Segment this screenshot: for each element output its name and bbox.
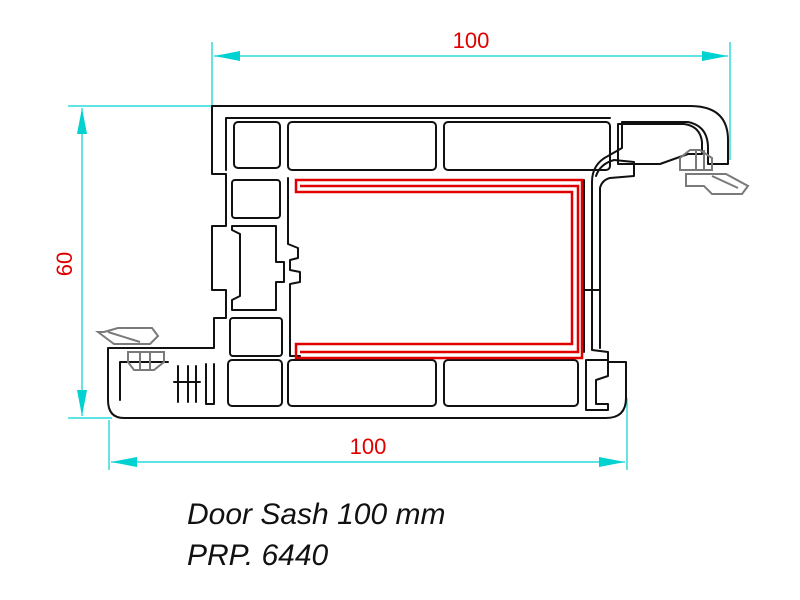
chamber-top-1 xyxy=(233,121,281,169)
arrow-height-top xyxy=(77,108,87,134)
chamber-bottom-3 xyxy=(443,359,579,407)
chamber-left-middle xyxy=(231,225,285,311)
central-wall xyxy=(287,177,301,357)
chamber-left-lower xyxy=(229,317,283,357)
arrow-height-bottom xyxy=(77,390,87,416)
gasket-bottom-left xyxy=(95,327,165,371)
chamber-top-2 xyxy=(287,121,437,171)
profile-outer-contour xyxy=(107,105,729,419)
arrow-bottom-left xyxy=(111,457,137,467)
chamber-bottom-4 xyxy=(585,359,609,411)
top-flange-inner-line xyxy=(225,117,611,171)
chamber-left-upper xyxy=(231,179,281,219)
dimension-label-top: 100 xyxy=(453,28,490,53)
arrow-top-right xyxy=(702,51,728,61)
chamber-bottom-1 xyxy=(227,359,283,407)
chamber-top-3 xyxy=(443,121,611,171)
dimension-label-height: 60 xyxy=(52,252,77,276)
right-hook-shape xyxy=(595,159,635,189)
chamber-top-4 xyxy=(617,123,703,165)
bottom-left-slots xyxy=(119,361,215,405)
reinforcement-inner xyxy=(300,184,580,354)
reinforcement-outer xyxy=(294,178,584,360)
caption-product-code: PRP. 6440 xyxy=(187,539,329,572)
dimension-top: 100 xyxy=(211,28,731,160)
dimension-height: 60 xyxy=(52,105,212,419)
dimension-bottom: 100 xyxy=(108,398,628,470)
dimension-label-bottom: 100 xyxy=(350,434,387,459)
caption-title: Door Sash 100 mm xyxy=(187,498,446,531)
arrow-top-left xyxy=(214,51,240,61)
arrow-bottom-right xyxy=(599,457,625,467)
gasket-top-right xyxy=(679,149,750,195)
steel-reinforcement xyxy=(294,178,584,360)
chamber-bottom-2 xyxy=(287,359,437,407)
sash-profile xyxy=(107,105,729,419)
right-vertical-wall xyxy=(583,179,601,353)
